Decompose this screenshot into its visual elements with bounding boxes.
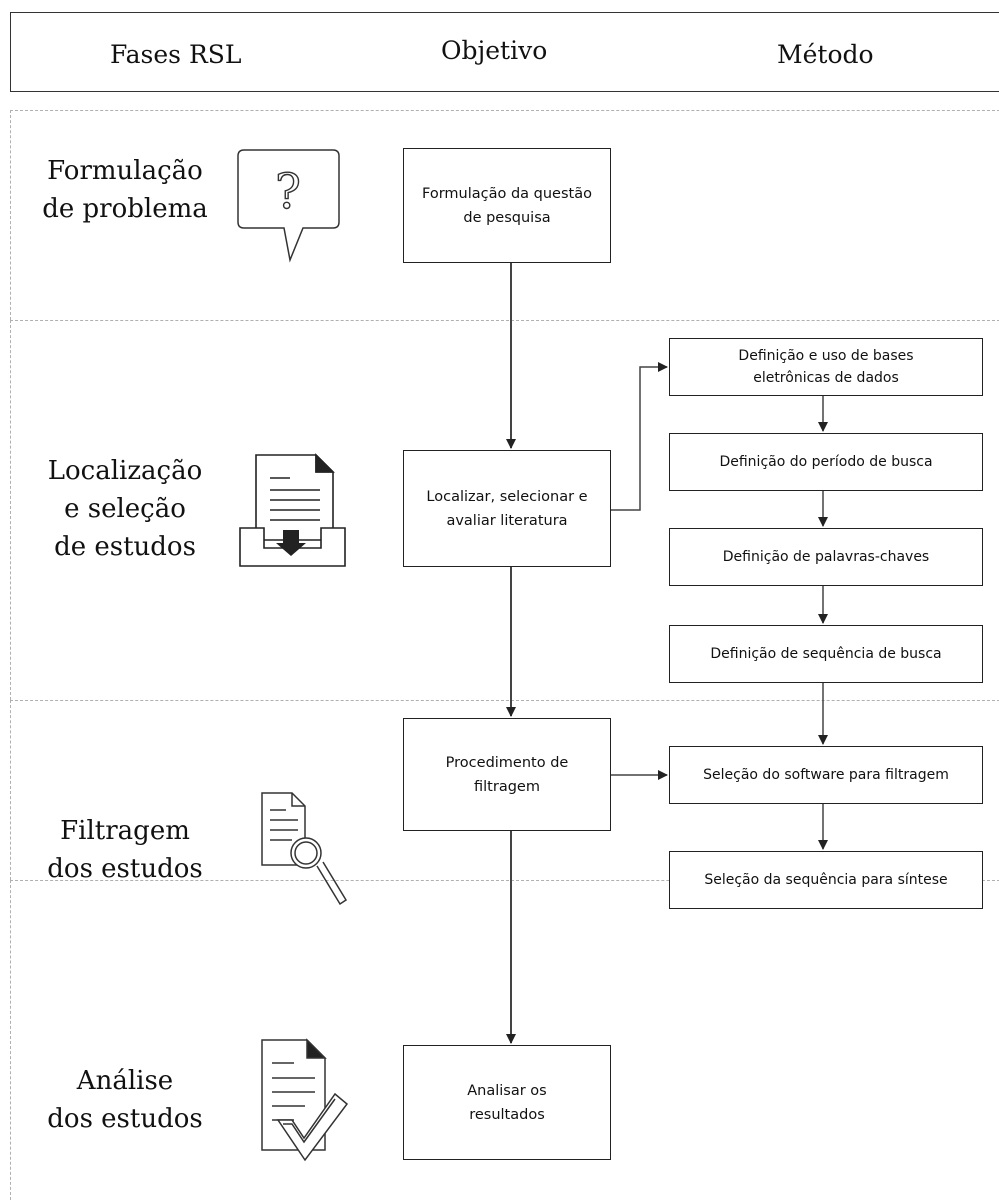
phase-title-formulation: Formulação de problema [42,156,208,224]
phase-title-filtering: Filtragem dos estudos [47,816,203,884]
svg-text:?: ? [275,164,301,220]
method-text-keywords: Definição de palavras-chaves [722,549,930,565]
header-phases-label: Fases RSL [110,40,242,69]
method-text-databases: Definição e uso de bases eletrônicas de … [738,348,914,386]
arrow-locate-to-databases [611,362,668,511]
objective-box-formulate-question: Formulação da questão de pesquisa [403,148,611,263]
phase-title-location: Localização e seleção de estudos [47,456,203,562]
objective-box-locate-select: Localizar, selecionar e avaliar literatu… [403,450,611,567]
header-bar [10,12,999,92]
objective-text-filtering-procedure: Procedimento de filtragem [445,754,569,795]
document-magnifier-icon [261,792,348,906]
method-text-search-period: Definição do período de busca [719,454,933,470]
document-checkmark-icon [261,1038,349,1162]
phase-section-analysis [10,880,999,1200]
method-box-software-selection: Seleção do software para filtragem [669,746,983,804]
objective-box-analyze-results: Analisar os resultados [403,1045,611,1160]
phase-title-analysis: Análise dos estudos [47,1066,203,1134]
objective-text-formulate-question: Formulação da questão de pesquisa [422,185,592,226]
method-box-synthesis-sequence: Seleção da sequência para síntese [669,851,983,909]
method-text-software-selection: Seleção do software para filtragem [703,767,949,783]
header-method-label: Método [777,40,874,69]
phase-section-formulation [10,110,999,320]
method-box-databases: Definição e uso de bases eletrônicas de … [669,338,983,396]
method-box-search-sequence: Definição de sequência de busca [669,625,983,683]
objective-box-filtering-procedure: Procedimento de filtragem [403,718,611,831]
document-inbox-download-icon [239,453,346,567]
method-box-search-period: Definição do período de busca [669,433,983,491]
header-objective-label: Objetivo [441,36,548,65]
phase-section-filtering [10,700,999,880]
method-box-keywords: Definição de palavras-chaves [669,528,983,586]
objective-text-locate-select: Localizar, selecionar e avaliar literatu… [426,488,588,529]
method-text-synthesis-sequence: Seleção da sequência para síntese [704,872,948,888]
phase-section-location [10,320,999,700]
objective-text-analyze-results: Analisar os resultados [467,1082,547,1123]
question-speech-bubble-icon: ? [237,149,340,263]
method-text-search-sequence: Definição de sequência de busca [710,646,942,662]
